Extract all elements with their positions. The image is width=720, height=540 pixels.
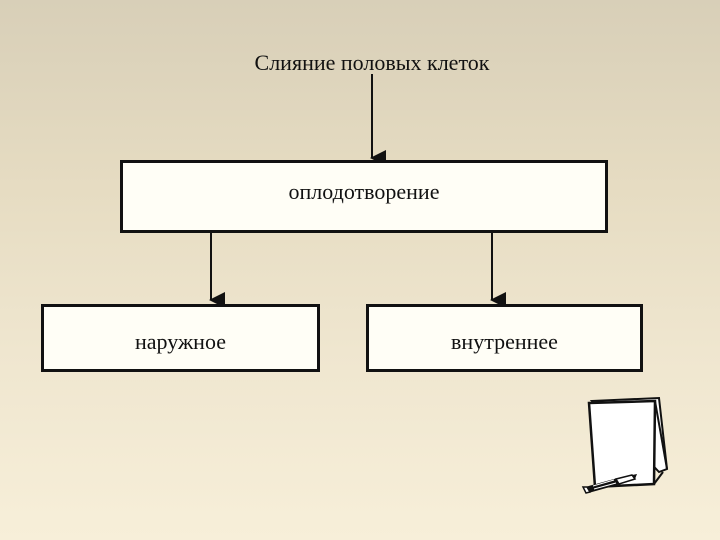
- external-box: наружное: [41, 304, 320, 372]
- top-label: Слияние половых клеток: [254, 50, 490, 75]
- fertilization-box: оплодотворение: [120, 160, 608, 233]
- internal-box: внутреннее: [366, 304, 643, 372]
- internal-label: внутреннее: [451, 329, 558, 354]
- external-label: наружное: [135, 329, 226, 354]
- fertilization-label: оплодотворение: [288, 179, 440, 204]
- notepad-with-pencil-icon: [581, 396, 669, 494]
